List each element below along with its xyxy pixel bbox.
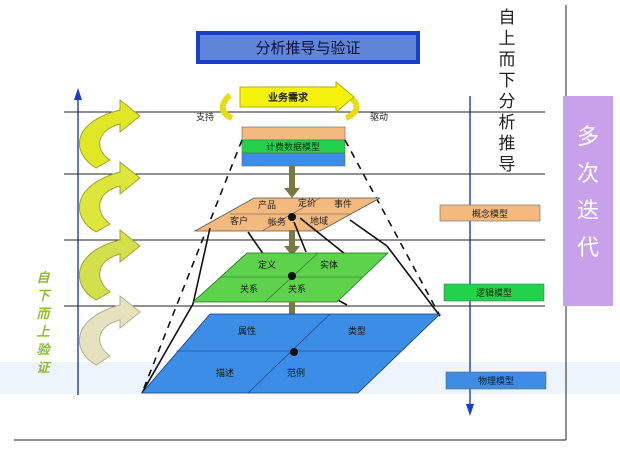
- logical-model-label: 逻辑模型: [476, 287, 512, 299]
- bottom-up-char: 上: [36, 325, 50, 340]
- logical-word: 实体: [320, 259, 338, 271]
- right-axis-arrowhead: [466, 404, 474, 416]
- concept-word: 产品: [258, 199, 276, 211]
- physical-model-tag: [445, 371, 547, 390]
- concept-word: 地域: [310, 215, 328, 227]
- bottom-up-char: 下: [36, 289, 50, 304]
- title-text: 分析推导与验证: [255, 39, 360, 57]
- helix-arrows: [79, 98, 141, 366]
- bottom-up-char: 自: [36, 271, 50, 286]
- top-down-char: 上: [498, 29, 516, 49]
- drive-text: 驱动: [370, 112, 388, 123]
- billing-model-orange: [241, 126, 346, 141]
- top-down-char: 导: [498, 155, 516, 175]
- conceptual-layer-plane: [193, 197, 381, 232]
- top-down-char: 而: [498, 50, 516, 70]
- concept-word: 定价: [298, 197, 316, 209]
- left-axis-arrowhead: [74, 88, 82, 100]
- physical-word: 范例: [287, 367, 305, 379]
- support-text: 支持: [196, 111, 214, 123]
- central-arrow-1: [284, 166, 300, 198]
- top-down-char: 析: [498, 113, 516, 133]
- bottom-up-char: 证: [36, 361, 50, 376]
- bottom-up-char: 而: [36, 307, 50, 322]
- physical-word: 属性: [238, 325, 256, 337]
- support-arc: [219, 92, 234, 121]
- conceptual-model-label: 概念模型: [472, 208, 508, 220]
- top-down-analysis-label: 自 上 而 下 分 析 推 导: [494, 10, 520, 178]
- logical-node: [288, 272, 296, 280]
- concept-word: 帐务: [268, 216, 286, 228]
- business-requirement-box: [239, 80, 355, 114]
- business-requirement-text: 业务需求: [268, 91, 309, 104]
- top-down-char: 自: [498, 8, 516, 28]
- logical-word: 关系: [240, 283, 258, 295]
- physical-model-label: 物理模型: [478, 375, 514, 387]
- iteration-char: 代: [576, 236, 599, 261]
- iteration-char: 多: [576, 125, 599, 150]
- physical-grid-line: [247, 313, 331, 394]
- pyramid-edge-left: [141, 139, 243, 394]
- billing-model-text: 计费数据模型: [266, 141, 320, 153]
- multi-iteration-box: 多 次 迭 代: [563, 96, 613, 306]
- billing-model-blue: [241, 152, 346, 167]
- physical-node: [290, 348, 298, 356]
- bottom-up-verification-label: 自 下 而 上 验 证: [28, 272, 58, 380]
- concept-node: [288, 213, 296, 221]
- top-down-char: 分: [498, 92, 516, 112]
- concept-word: 事件: [334, 198, 352, 210]
- iteration-char: 次: [576, 162, 599, 187]
- central-arrow-2: [284, 230, 300, 256]
- logical-model-tag: [443, 283, 545, 302]
- logical-word: 关系: [288, 283, 306, 295]
- logical-word: 定义: [258, 259, 276, 271]
- conceptual-model-tag: [439, 204, 541, 222]
- physical-word: 描述: [216, 367, 234, 379]
- iteration-char: 迭: [576, 199, 599, 224]
- concept-word: 客户: [230, 215, 248, 227]
- title-box: [200, 35, 416, 60]
- physical-word: 类型: [348, 325, 366, 337]
- top-down-char: 下: [498, 71, 516, 91]
- pyramid-edge-right: [344, 139, 441, 317]
- bottom-up-char: 验: [36, 343, 50, 358]
- top-down-char: 推: [498, 134, 516, 154]
